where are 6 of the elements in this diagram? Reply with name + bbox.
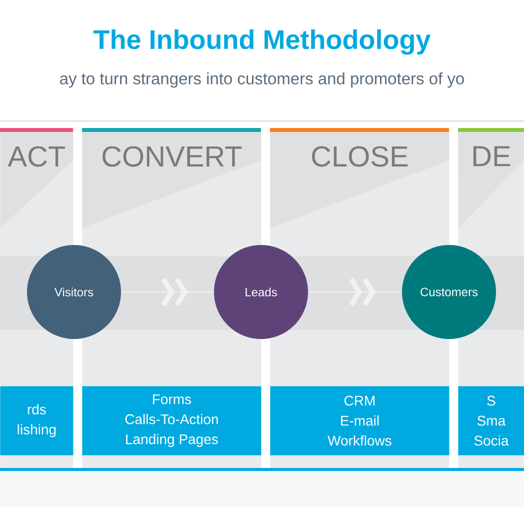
title: The Inbound Methodology <box>94 29 431 55</box>
subtitle: ay to turn strangers into customers and promoters of yo <box>60 72 464 88</box>
tools-box: rds lishing <box>0 386 74 456</box>
tools-box: Forms Calls-To-Action Landing Pages <box>82 386 262 456</box>
tools-box: S Sma Socia <box>458 386 524 456</box>
tools-box: CRM E-mail Workflows <box>270 386 450 456</box>
